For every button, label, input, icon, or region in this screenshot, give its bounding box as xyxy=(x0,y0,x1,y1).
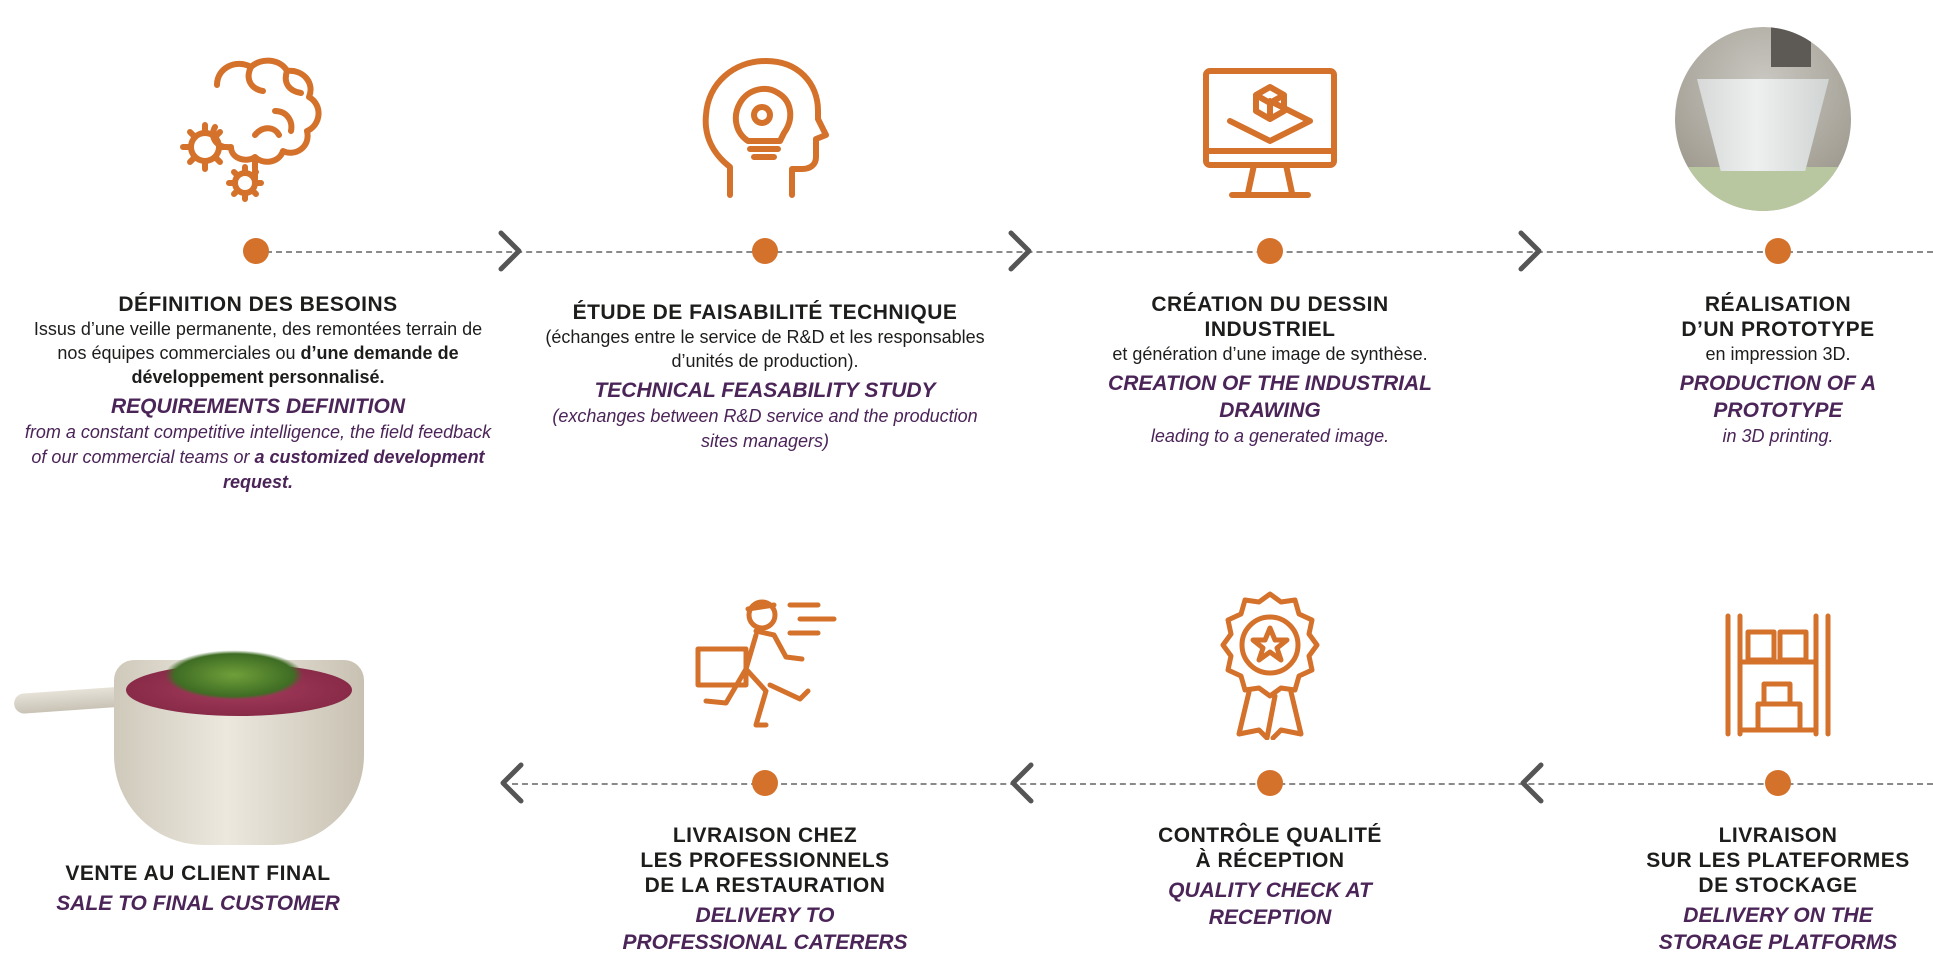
step-1-body-bold: d’une demande de développement personnal… xyxy=(131,343,459,387)
step-2-en-body: (exchanges between R&D service and the p… xyxy=(552,406,978,451)
timeline-top xyxy=(256,251,1933,253)
step-2-caption: ÉTUDE DE FAISABILITÉ TECHNIQUE (échanges… xyxy=(545,300,985,454)
step-5-caption: LIVRAISON SUR LES PLATEFORMES DE STOCKAG… xyxy=(1628,823,1928,956)
step-4-en-body: in 3D printing. xyxy=(1722,426,1834,446)
brain-gears-icon xyxy=(155,55,335,205)
step-5-en-title-line-1: DELIVERY ON THE xyxy=(1683,904,1873,927)
step-7-caption: LIVRAISON CHEZ LES PROFESSIONNELS DE LA … xyxy=(605,823,925,956)
chevron-right-icon xyxy=(498,230,522,272)
step-6-en-title-line-1: QUALITY CHECK AT xyxy=(1168,879,1372,902)
chevron-left-icon xyxy=(500,762,524,804)
step-8-caption: VENTE AU CLIENT FINAL SALE TO FINAL CUST… xyxy=(38,861,358,917)
step-3-en-title-line-2: DRAWING xyxy=(1219,399,1321,422)
step-3-title-line-2: INDUSTRIEL xyxy=(1204,318,1336,341)
step-5-en-title-line-2: STORAGE PLATFORMS xyxy=(1658,931,1898,954)
step-6-en-title-line-2: RECEPTION xyxy=(1208,906,1332,929)
chevron-right-icon xyxy=(1518,230,1542,272)
chevron-left-icon xyxy=(1520,762,1544,804)
step-5-title-line-1: LIVRAISON xyxy=(1718,824,1838,847)
chevron-right-icon xyxy=(1008,230,1032,272)
step-4-body: en impression 3D. xyxy=(1705,344,1851,364)
soup-bowl-photo xyxy=(14,650,374,850)
step-7-en-title-line-2: PROFESSIONAL CATERERS xyxy=(622,931,908,954)
step-3-body: et génération d’une image de synthèse. xyxy=(1112,344,1428,364)
step-6-dot xyxy=(1257,770,1283,796)
step-1-body-text: Issus d’une veille permanente, des remon… xyxy=(33,319,483,363)
step-7-title-line-2: LES PROFESSIONNELS xyxy=(640,849,890,872)
step-1-en-title: REQUIREMENTS DEFINITION xyxy=(110,395,405,418)
step-2-dot xyxy=(752,238,778,264)
step-2-en-title: TECHNICAL FEASABILITY STUDY xyxy=(594,379,936,402)
step-4-en-title-line-2: PROTOTYPE xyxy=(1713,399,1843,422)
print-bed xyxy=(1675,167,1851,211)
step-1-dot xyxy=(243,238,269,264)
bowl-greens xyxy=(164,650,304,700)
step-4-dot xyxy=(1765,238,1791,264)
step-8-en-title: SALE TO FINAL CUSTOMER xyxy=(56,892,340,915)
step-4-caption: RÉALISATION D’UN PROTOTYPE en impression… xyxy=(1638,292,1918,449)
monitor-3d-cube-icon xyxy=(1200,65,1340,205)
step-6-caption: CONTRÔLE QUALITÉ À RÉCEPTION QUALITY CHE… xyxy=(1120,823,1420,931)
step-1-en-body-bold: a customized development request. xyxy=(222,447,485,492)
step-1-caption: DÉFINITION DES BESOINS Issus d’une veill… xyxy=(23,292,493,495)
delivery-person-icon xyxy=(690,595,840,735)
step-3-title-line-1: CRÉATION DU DESSIN xyxy=(1151,293,1389,316)
printed-cup xyxy=(1697,79,1829,171)
step-2-body: (échanges entre le service de R&D et les… xyxy=(545,327,985,371)
timeline-bottom xyxy=(512,783,1933,785)
step-1-body: Issus d’une veille permanente, des remon… xyxy=(23,317,493,389)
step-5-title-line-3: DE STOCKAGE xyxy=(1698,874,1858,897)
storage-shelves-icon xyxy=(1718,610,1838,740)
step-1-title: DÉFINITION DES BESOINS xyxy=(118,293,398,316)
step-1-en-body: from a constant competitive intelligence… xyxy=(23,420,493,495)
step-3-en-title-line-1: CREATION OF THE INDUSTRIAL xyxy=(1108,372,1432,395)
step-3-en-body: leading to a generated image. xyxy=(1150,426,1390,446)
step-1-en-body-text: from a constant competitive intelligence… xyxy=(24,422,492,467)
step-4-en-title-line-1: PRODUCTION OF A xyxy=(1679,372,1877,395)
3d-printing-photo xyxy=(1675,27,1851,211)
quality-badge-icon xyxy=(1215,590,1325,740)
step-5-title-line-2: SUR LES PLATEFORMES xyxy=(1646,849,1910,872)
step-5-dot xyxy=(1765,770,1791,796)
step-6-title-line-1: CONTRÔLE QUALITÉ xyxy=(1158,824,1382,847)
chevron-left-icon xyxy=(1010,762,1034,804)
step-7-title-line-3: DE LA RESTAURATION xyxy=(644,874,886,897)
step-7-dot xyxy=(752,770,778,796)
step-7-title-line-1: LIVRAISON CHEZ xyxy=(672,824,858,847)
head-lightbulb-icon xyxy=(700,55,830,205)
step-6-title-line-2: À RÉCEPTION xyxy=(1195,849,1345,872)
step-4-title-line-2: D’UN PROTOTYPE xyxy=(1681,318,1875,341)
step-7-en-title-line-1: DELIVERY TO xyxy=(695,904,835,927)
step-2-title: ÉTUDE DE FAISABILITÉ TECHNIQUE xyxy=(572,301,958,324)
step-4-title-line-1: RÉALISATION xyxy=(1704,293,1852,316)
step-3-caption: CRÉATION DU DESSIN INDUSTRIEL et générat… xyxy=(1060,292,1480,449)
step-3-dot xyxy=(1257,238,1283,264)
step-8-title: VENTE AU CLIENT FINAL xyxy=(65,862,331,885)
printer-nozzle xyxy=(1771,27,1811,67)
